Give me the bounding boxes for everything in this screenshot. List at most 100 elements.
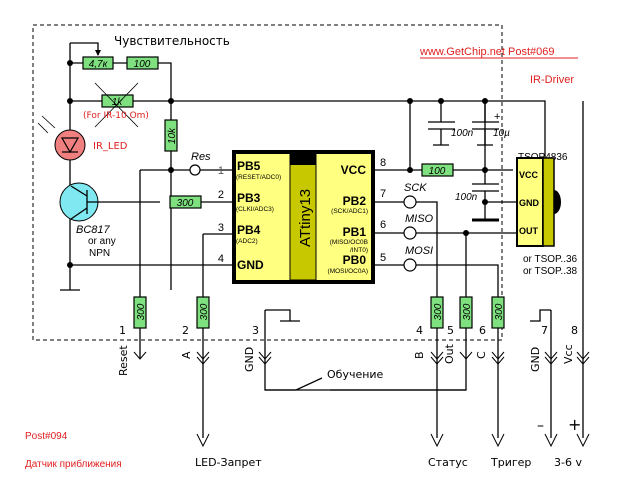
resistor-out-6-label: 300 [494, 303, 505, 320]
arrow-icon [133, 351, 147, 360]
pin-name: VCC [341, 163, 367, 177]
pin-name: PB1 [343, 225, 367, 239]
pin-num: 5 [380, 252, 386, 264]
chip-name: ATtiny13 [297, 189, 314, 247]
resistor-1k-label: 1k [112, 97, 124, 108]
left-pin-1: 1 PB5 (RESET/ADC0) [218, 159, 281, 181]
arrow-icon [459, 351, 473, 360]
pin-label-reset: Reset [117, 345, 130, 376]
cap-100n-top [428, 101, 455, 146]
pot-wiper-arrow-icon [95, 50, 101, 56]
double-arrow-icon [430, 351, 444, 365]
pin-func: (RESET/ADC0) [236, 174, 281, 181]
cap-10u [472, 101, 499, 146]
junction-dot [67, 60, 73, 66]
right-pin-7: 7 PB2 (SCK/ADC1) [331, 188, 386, 215]
pot-wiper-wire [70, 42, 99, 55]
output-power-label: 3-6 v [554, 456, 582, 469]
chip-center-band [289, 153, 317, 281]
cap-10u-label: 10µ [493, 128, 510, 139]
pin-number: 1 [119, 324, 126, 337]
pin-num: 7 [380, 188, 386, 200]
res-label: Res [191, 151, 211, 163]
plus-sign: + [568, 415, 581, 434]
resistor-10k [164, 119, 178, 152]
resistor-pot [82, 56, 114, 70]
pin-func2: /INT0) [350, 247, 368, 254]
pin-num: 3 [218, 222, 224, 234]
left-pin-4: 4 GND [218, 253, 264, 272]
right-pin-6: 6 PB1 (MISO/OC0B /INT0) [330, 219, 386, 254]
pin-number: 7 [541, 324, 548, 337]
double-arrow-icon [576, 351, 590, 365]
sck-testpoint[interactable] [403, 195, 417, 209]
pin-number: 2 [182, 324, 189, 337]
learn-switch[interactable] [265, 377, 466, 391]
tsop-body [516, 157, 544, 247]
arrow-icon [196, 433, 210, 448]
learn-switch-label: Обучение [327, 368, 384, 381]
cross-line [94, 82, 139, 128]
pin-name: PB4 [237, 223, 261, 237]
right-pin-8: 8 VCC [341, 157, 386, 177]
site-link[interactable]: www.GetChip.net Post#069 [419, 46, 555, 58]
mosi-testpoint[interactable] [403, 258, 417, 272]
minus-sign: – [537, 418, 544, 434]
resistor-10k-label: 10k [167, 127, 178, 144]
pin-num: 2 [218, 189, 224, 201]
connector-pin-numbers: 1 2 3 4 5 6 7 8 [119, 324, 578, 337]
left-pin-2: 2 PB3 (CLKI/ADC3) [218, 189, 274, 213]
pb4-wire [202, 233, 233, 297]
board-border [32, 24, 503, 341]
pin-name: PB2 [343, 194, 367, 208]
res-testpoint[interactable] [189, 164, 201, 176]
double-arrow-icon [544, 351, 558, 365]
pin-num: 1 [218, 165, 224, 177]
tsop-lens-band [542, 157, 555, 247]
post-094-label: Post#094 [25, 431, 68, 442]
double-arrow-icon [196, 351, 210, 365]
pin-num: 8 [380, 157, 386, 169]
resistor-out-1-label: 300 [136, 303, 147, 320]
pin-label-gnd: GND [243, 347, 256, 372]
pin-func: (MISO/OC0B [330, 239, 368, 246]
pin-label-a: A [180, 351, 193, 359]
cap-100n-tsop [472, 170, 518, 220]
pin-number: 8 [571, 324, 578, 337]
gnd-stub-3 [265, 309, 300, 322]
cap-plus-sign: + [494, 111, 500, 123]
cap-100n-top-label: 100n [451, 128, 474, 139]
junction-dot [482, 199, 488, 205]
pin-label-vcc: Vcc [562, 344, 575, 364]
junction-dot [168, 98, 174, 104]
output-trigger-label: Тригер [490, 456, 531, 469]
transistor-note1: or any [88, 236, 116, 247]
gnd-wire [60, 264, 233, 291]
resistor-100a [126, 56, 159, 70]
output-led-label: LED-Запрет [195, 456, 262, 469]
miso-testpoint[interactable] [403, 226, 417, 240]
resistor-out-5-label: 300 [462, 303, 473, 320]
pin-func: (MOSI/OC0A) [328, 268, 368, 275]
pin-func: (SCK/ADC1) [331, 208, 368, 215]
transistor-note2: NPN [89, 248, 110, 259]
tsop-pin-vcc: VCC [519, 170, 539, 180]
double-arrow-icon [258, 351, 272, 365]
transistor-name: BC817 [76, 224, 111, 236]
tsop-alt1: or TSOP..36 [523, 254, 578, 265]
tsop-pin-gnd: GND [519, 198, 540, 208]
resistor-1k-note: (For IR-10 Om) [83, 111, 149, 121]
pin-label-out: Out [443, 343, 456, 364]
resistor-out-2-label: 300 [199, 303, 210, 320]
sensitivity-label: Чувствительность [114, 34, 230, 48]
tsop-alt2: or TSOP..38 [523, 266, 578, 277]
sck-label: SCK [404, 182, 427, 194]
transistor-leads [70, 185, 160, 220]
diode-triangle-icon [60, 137, 80, 154]
pin-number: 3 [252, 324, 259, 337]
pin-num: 4 [218, 253, 224, 265]
arrow-icon [544, 433, 558, 448]
pin-label-c: C [475, 351, 488, 359]
resistor-vcc [421, 163, 454, 177]
